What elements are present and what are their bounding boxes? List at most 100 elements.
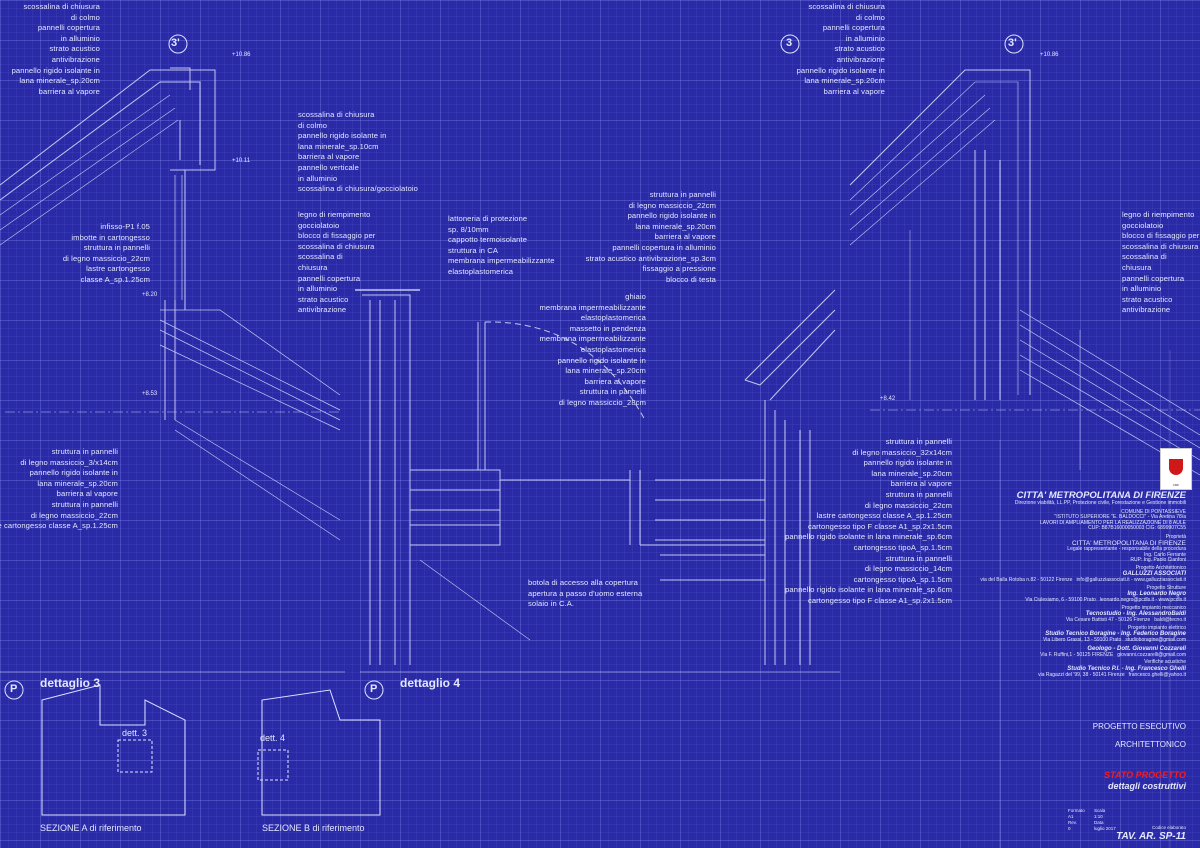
annotation-label: strato acustico [298, 294, 349, 304]
detail-4-reference: dett. 4 [260, 733, 286, 743]
annotation-label: cartongesso tipo F classe A1_sp.2x1.5cm [807, 595, 952, 605]
annotation-label: pannello rigido isolante in lana mineral… [785, 532, 952, 542]
section-a-outline [41, 684, 186, 816]
date-value: luglio 2017 [1094, 826, 1116, 831]
annotation-label: pannelli copertura [822, 23, 885, 33]
drawing-subject: dettagli costruttivi [1107, 781, 1186, 791]
annotation-label: pannello rigido isolante in [298, 131, 387, 141]
annotation-label: elastoplastomerica [580, 344, 646, 354]
date-label: Data [1094, 820, 1104, 825]
annotation-label: chiusura [298, 262, 328, 272]
owner-detail: Ing. Carlo Ferrante [1144, 551, 1186, 558]
consultant-contact: via Ragazzi del '99, 38 - 50141 Firenze [1038, 671, 1125, 678]
scale-label: Scala [1094, 808, 1106, 813]
consultant-name: Geologo - Dott. Giovanni Cozzareli [1087, 645, 1186, 652]
annotation-label: di legno massiccio_28cm [558, 397, 646, 407]
annotation-label: lana minerale_sp.20cm [19, 76, 100, 86]
annotation-label: barriera al vapore [890, 479, 952, 489]
annotation-label: lana minerale_sp.10cm [298, 141, 379, 151]
annotation-label: chiusura [1122, 262, 1152, 272]
annotation-label: struttura in CA [448, 245, 499, 255]
annotation-label: barriera al vapore [584, 376, 646, 386]
annotation-label: di legno massiccio_22cm [62, 253, 150, 263]
annotation-label: di legno massiccio_22cm [628, 200, 716, 210]
annotation-label: strato acustico [1122, 294, 1173, 304]
annotation-label: lastre cartongesso classe A_sp.1.25cm [0, 521, 118, 531]
annotation-label: scossalina di [1122, 252, 1167, 262]
annotation-label: barriera al vapore [823, 86, 885, 96]
project-description: COMUNE DI PONTASSIEVE "ISTITUTO SUPERIOR… [980, 509, 1186, 532]
annotation-label: pannello rigido isolante in [863, 458, 952, 468]
project-line: "ISTITUTO SUPERIORE "E. BALDOCCI" - Via … [1054, 514, 1186, 520]
annotation-label: scossalina di chiusura [23, 2, 100, 11]
annotation-label: cartongesso tipoA_sp.1.5cm [853, 542, 952, 552]
format-value: A1 [1068, 814, 1074, 819]
section-marker-3: 3 [786, 37, 793, 49]
annotation-label: solaio in C.A. [528, 599, 575, 609]
annotation-label: elastoplastomerica [580, 313, 646, 323]
annotation-label: lastre cartongesso classe A_sp.1.25cm [816, 511, 952, 521]
annotation-label: barriera al vapore [38, 86, 100, 96]
annotation-label: membrana impermeabilizzante [448, 256, 555, 266]
elevation-label: +8.42 [880, 396, 896, 402]
annotation-label: antivibrazione [51, 54, 100, 64]
annotation-label: in alluminio [845, 33, 885, 43]
owner-name: CITTA' METROPOLITANA DI FIRENZE [1071, 540, 1186, 547]
annotation-label: pannello rigido isolante in [11, 65, 100, 75]
detail-3-title: dettaglio 3 [40, 676, 101, 690]
elevation-label: +10.11 [232, 158, 251, 164]
annotation-label: struttura in pannelli [51, 447, 118, 456]
annotation-label: di legno massiccio_22cm [30, 510, 118, 520]
annotation-label: legno di riempimento [1122, 210, 1195, 219]
consultant-contact: Via Libero Grassi, 13 - 59100 Prato [1043, 637, 1122, 643]
annotation-label: cartongesso tipo F classe A1_sp.2x1.5cm [807, 521, 952, 531]
annotation-label: strato acustico antivibrazione_sp.3cm [585, 253, 716, 263]
annotation-label: lattoneria di protezione [448, 214, 528, 223]
title-block-header: CITTA' METROPOLITANA DI FIRENZE Direzion… [980, 490, 1186, 678]
detail-4-title: dettaglio 4 [400, 676, 461, 690]
annotation-label: lana minerale_sp.20cm [635, 221, 716, 231]
consultant-name: Tecnostudio - Ing. AlessandroBaldi [1085, 611, 1186, 617]
annotation-label: struttura in pannelli [51, 499, 118, 509]
annotation-label: blocco di fissaggio per [1122, 231, 1200, 241]
annotation-label: lastre cartongesso [86, 264, 150, 274]
annotation-label: in alluminio [1122, 284, 1162, 294]
consultant-role: Progetto Architettonico [1135, 564, 1186, 571]
annotation-label: scossalina di chiusura [298, 110, 375, 119]
lily-shield-icon [1169, 459, 1183, 475]
annotation-label: infisso-P1 f.05 [100, 222, 150, 231]
annotation-label: classe A_sp.1.25cm [80, 274, 150, 284]
rev-label: Rev. [1068, 820, 1077, 825]
owner-detail: RUP: Ing. Paolo Cianfoni [1130, 557, 1186, 563]
annotation-label: pannelli copertura [1122, 273, 1185, 283]
elevation-label: +8.53 [142, 391, 158, 397]
consultant-contact: giovanni.cozzarelli@gmail.com [1117, 651, 1186, 658]
annotation-label: pannelli copertura [37, 23, 100, 33]
annotation-label: barriera al vapore [298, 152, 360, 162]
annotation-label: gocciolatoio [1122, 220, 1164, 230]
annotation-label: di colmo [855, 12, 885, 22]
detail-3-drawing [0, 67, 341, 541]
annotation-label: gocciolatoio [298, 220, 340, 230]
section-marker-3prime-right: 3' [1008, 37, 1017, 49]
annotation-label: pannello rigido isolante in [627, 211, 716, 221]
annotation-label: lana minerale_sp.20cm [804, 76, 885, 86]
consultant-name: GALLUZZI ASSOCIATI [1122, 571, 1186, 577]
section-b-label: SEZIONE B di riferimento [262, 823, 365, 833]
title-block-border [999, 350, 1171, 848]
annotation-label: struttura in pannelli [83, 243, 150, 253]
client-department: Direzione viabilità, LL.PP, Protezione c… [1014, 500, 1186, 506]
